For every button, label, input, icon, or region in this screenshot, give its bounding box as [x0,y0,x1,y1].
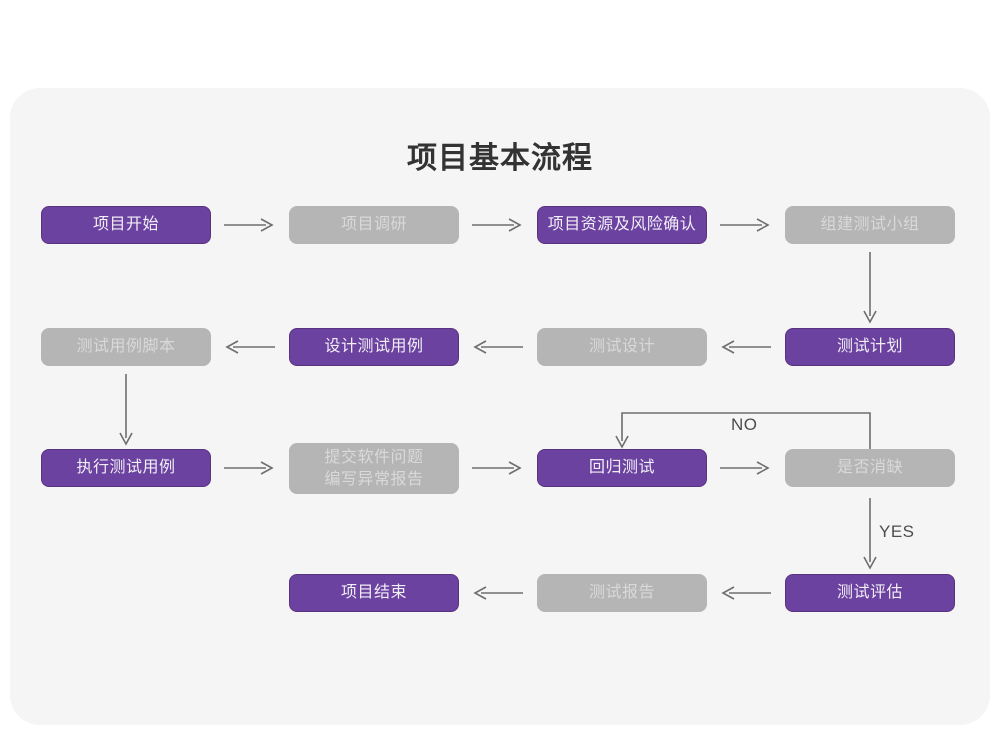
arrow-design-to-script [222,336,277,358]
node-resource-risk-confirm[interactable]: 项目资源及风险确认 [537,206,707,244]
node-test-case-script[interactable]: 测试用例脚本 [41,328,211,366]
node-design-test-case[interactable]: 设计测试用例 [289,328,459,366]
arrow-start-to-research [222,214,277,236]
node-project-start[interactable]: 项目开始 [41,206,211,244]
node-test-report[interactable]: 测试报告 [537,574,707,612]
node-defect-resolved[interactable]: 是否消缺 [785,449,955,487]
node-test-evaluation[interactable]: 测试评估 [785,574,955,612]
arrow-regression-to-decision [718,457,773,479]
loop-label-no: NO [731,415,758,434]
arrow-script-to-execute [111,372,141,450]
node-project-research[interactable]: 项目调研 [289,206,459,244]
node-test-design[interactable]: 测试设计 [537,328,707,366]
node-execute-test-case[interactable]: 执行测试用例 [41,449,211,487]
arrow-defect-to-regression [470,457,525,479]
arrow-team-to-plan [855,250,885,328]
node-test-plan[interactable]: 测试计划 [785,328,955,366]
node-submit-defect-report[interactable]: 提交软件问题 编写异常报告 [289,443,459,494]
arrow-testdesign-to-designcase [470,336,525,358]
node-project-end[interactable]: 项目结束 [289,574,459,612]
arrow-no-feedback-loop [610,405,890,455]
loop-label-yes: YES [879,522,915,541]
node-regression-test[interactable]: 回归测试 [537,449,707,487]
arrow-report-to-end [470,582,525,604]
node-build-test-team[interactable]: 组建测试小组 [785,206,955,244]
arrow-yes-to-evaluation [855,496,885,574]
arrow-risk-to-team [718,214,773,236]
flowchart-card [10,88,990,725]
arrow-execute-to-defect [222,457,277,479]
arrow-evaluation-to-report [718,582,773,604]
arrow-research-to-risk [470,214,525,236]
page-title: 项目基本流程 [407,142,593,175]
arrow-plan-to-testdesign [718,336,773,358]
